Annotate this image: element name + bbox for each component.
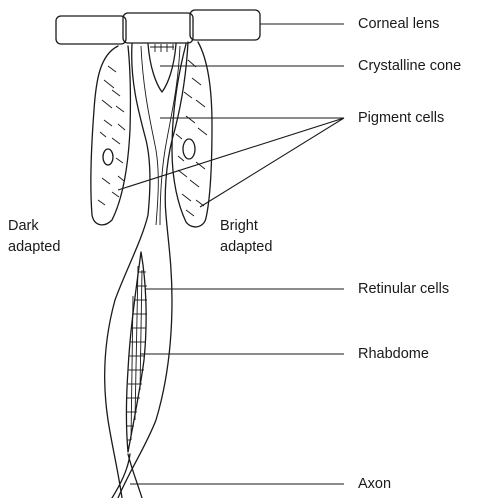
crystalline-cone	[148, 44, 176, 92]
label-axon: Axon	[358, 476, 391, 493]
label-dark-adapted-line1: Dark	[8, 218, 39, 235]
corneal-lens-segments	[56, 10, 260, 44]
pigment-cell-left	[91, 46, 130, 225]
pigment-cell-left-nucleus	[103, 149, 113, 165]
label-dark-adapted-line2: adapted	[8, 239, 60, 256]
rhabdome	[127, 252, 148, 452]
label-corneal-lens: Corneal lens	[358, 16, 439, 33]
leader-pigment-cells-right	[200, 118, 344, 207]
label-retinular-cells: Retinular cells	[358, 281, 449, 298]
ommatidium-walls	[105, 42, 188, 498]
label-bright-adapted-line1: Bright	[220, 218, 258, 235]
label-bright-adapted-line2: adapted	[220, 239, 272, 256]
axon-fibers	[112, 454, 142, 498]
label-pigment-cells: Pigment cells	[358, 110, 444, 127]
pigment-cell-right-nucleus	[183, 139, 195, 159]
label-crystalline-cone: Crystalline cone	[358, 58, 461, 75]
corneal-lens-center	[123, 13, 193, 43]
corneal-lens-right	[190, 10, 260, 40]
label-rhabdome: Rhabdome	[358, 346, 429, 363]
corneal-lens-left	[56, 16, 126, 44]
